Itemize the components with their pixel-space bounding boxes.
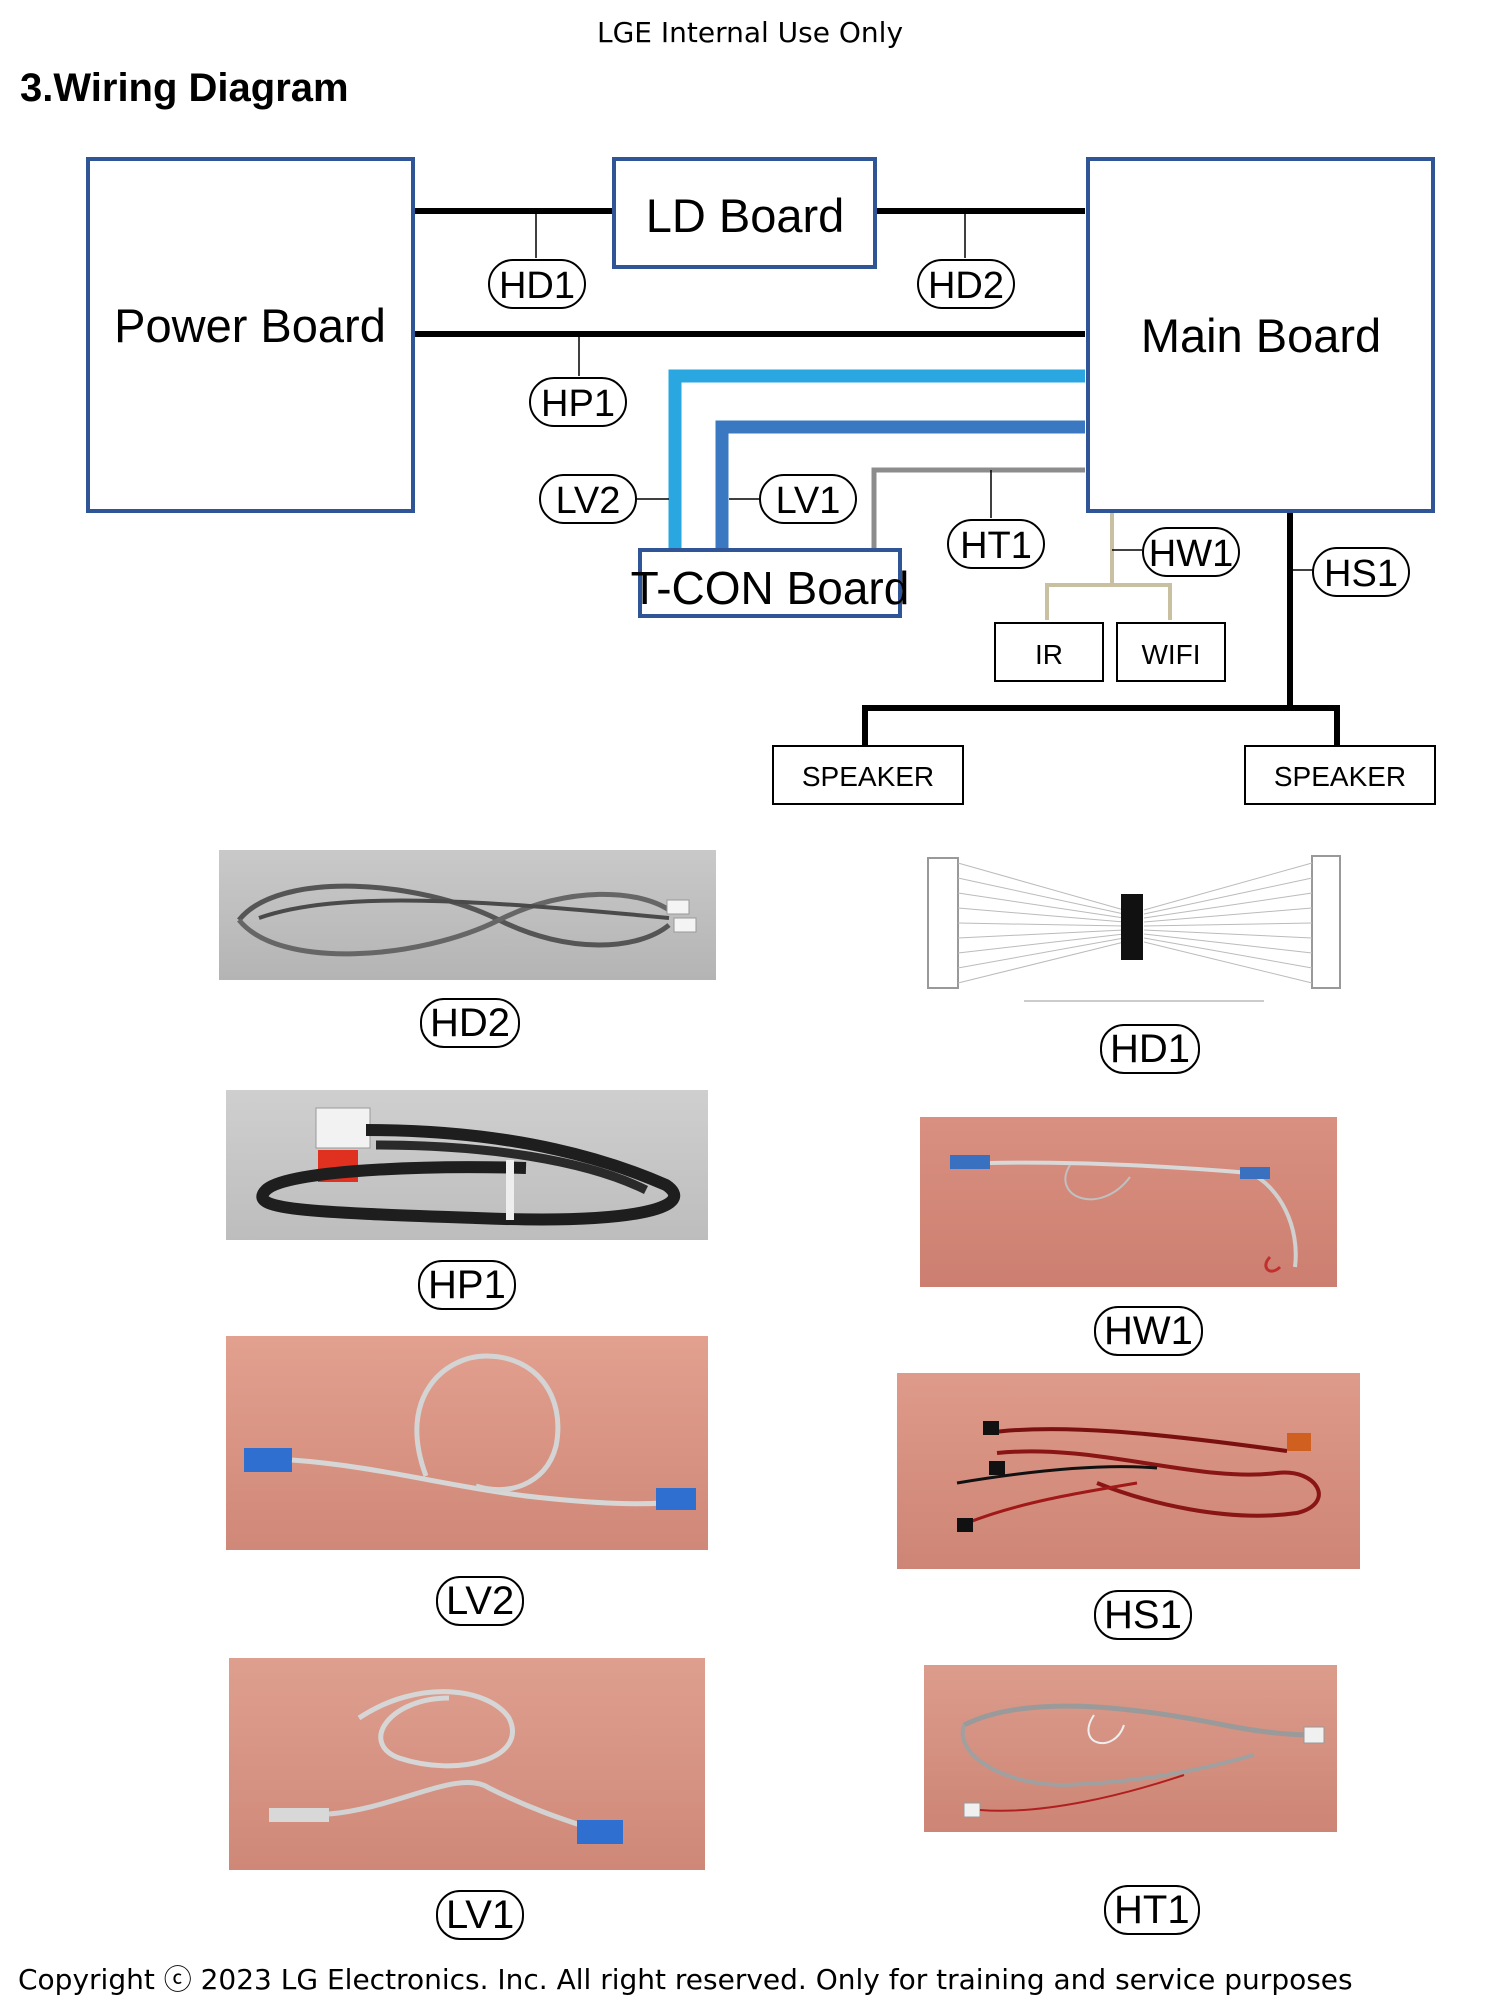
svg-text:HW1: HW1 [1149,533,1233,575]
photo-lv1 [229,1658,705,1870]
caption-hd1: HD1 [1100,1024,1201,1074]
cable-label-hd1: HD1 [488,259,586,309]
photo-hd2 [219,850,716,980]
photo-ht1 [924,1665,1337,1832]
tcon-board-label: T-CON Board [631,562,910,614]
wifi-label: WIFI [1141,639,1200,670]
wire-hw1 [1045,511,1172,620]
svg-text:HD2: HD2 [928,265,1004,307]
caption-lv2: LV2 [436,1576,525,1626]
cable-label-hp1: HP1 [529,377,627,427]
cable-label-hs1: HS1 [1312,547,1410,597]
svg-text:HS1: HS1 [1324,553,1398,595]
caption-hd2: HD2 [420,998,521,1048]
caption-hs1: HS1 [1094,1590,1192,1640]
svg-text:LV2: LV2 [556,480,621,522]
photo-hw1 [920,1117,1337,1287]
cable-label-ht1: HT1 [947,519,1045,569]
svg-text:LV1: LV1 [776,480,841,522]
photo-lv2 [226,1336,708,1550]
speaker-right-label: SPEAKER [1274,761,1406,792]
wire-ht1 [871,467,1085,550]
ld-board: LD Board [612,157,877,269]
power-board: Power Board [86,157,415,513]
cable-label-hd2: HD2 [917,259,1015,309]
wire-hs1 [862,511,1340,746]
internal-use-header: LGE Internal Use Only [596,16,904,49]
caption-hp1: HP1 [418,1260,516,1310]
photo-hp1 [226,1090,708,1240]
wifi-module: WIFI [1116,622,1226,682]
copyright-footer: Copyright ⓒ 2023 LG Electronics. Inc. Al… [18,1963,1353,1996]
ir-label: IR [1035,639,1063,670]
caption-hw1: HW1 [1094,1306,1203,1356]
photo-hs1 [897,1373,1360,1569]
wire-lv1 [715,420,1085,550]
power-board-label: Power Board [114,299,386,352]
main-board: Main Board [1086,157,1435,513]
ir-module: IR [994,622,1104,682]
wire-hd2 [873,208,1085,258]
svg-text:HD1: HD1 [499,265,575,307]
ld-board-label: LD Board [646,189,845,242]
wire-lv2 [634,369,1085,550]
speaker-left: SPEAKER [772,745,964,805]
cable-label-lv1: LV1 [759,474,857,524]
caption-ht1: HT1 [1104,1885,1200,1935]
cable-label-hw1: HW1 [1142,527,1240,577]
speaker-right: SPEAKER [1244,745,1436,805]
cable-label-lv2: LV2 [539,474,637,524]
speaker-left-label: SPEAKER [802,761,934,792]
svg-text:HT1: HT1 [960,525,1032,567]
tcon-board: T-CON Board [631,548,910,618]
main-board-label: Main Board [1141,309,1381,362]
wiring-diagram: Power Board LD Board Main Board T-CON Bo… [86,157,1436,805]
wire-hd1 [413,208,612,258]
wire-hp1 [413,331,1085,376]
photo-hd1 [924,848,1344,1008]
caption-lv1: LV1 [436,1890,525,1940]
svg-text:HP1: HP1 [541,383,615,425]
page-title: 3.Wiring Diagram [20,66,349,110]
